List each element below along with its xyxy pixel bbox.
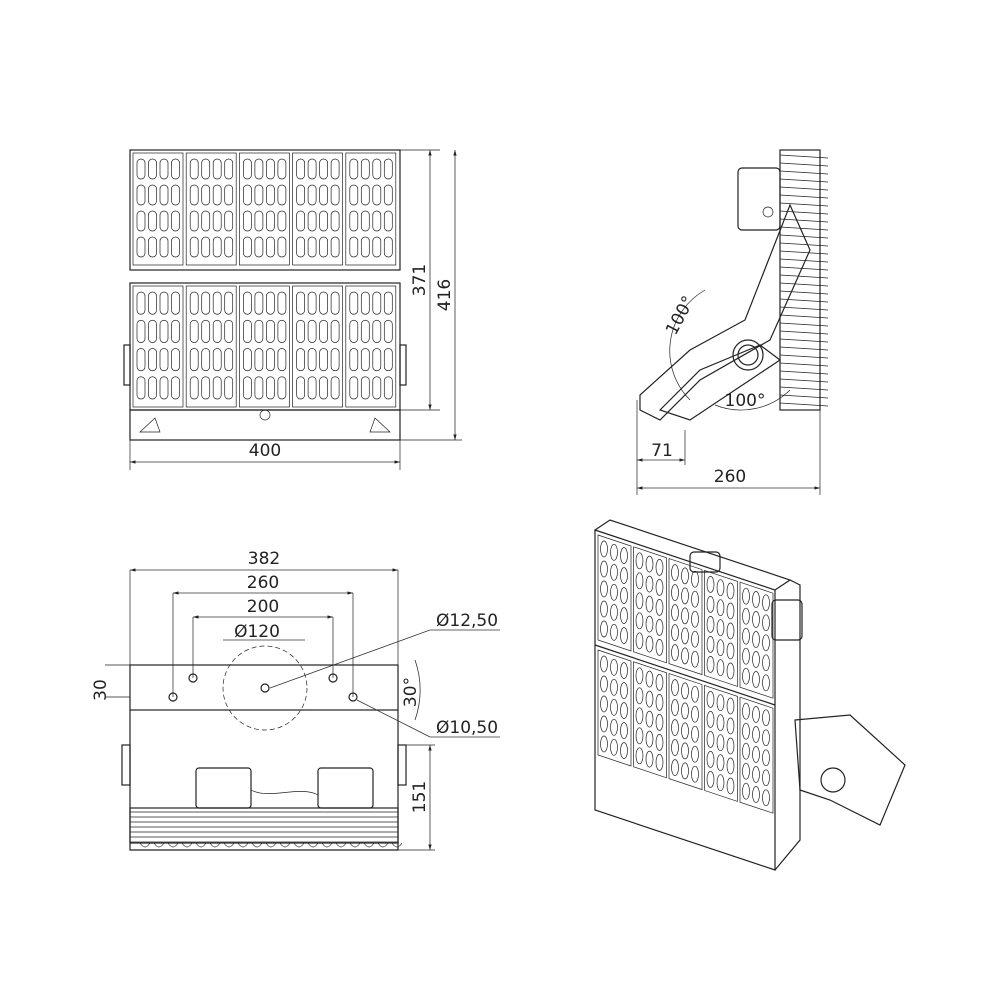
led-modules bbox=[132, 152, 397, 408]
led-module bbox=[132, 152, 184, 266]
dim-diameter-10-50: Ø10,50 bbox=[436, 718, 498, 738]
leader-10-50 bbox=[356, 699, 431, 738]
led-module bbox=[739, 696, 774, 814]
bottom-view: 382 260 200 Ø120 Ø12,50 Ø10,50 30 30° 15… bbox=[91, 549, 500, 851]
dim-371: 371 bbox=[410, 264, 430, 296]
led-module bbox=[704, 684, 738, 802]
dim-151: 151 bbox=[410, 781, 430, 813]
isometric-view bbox=[594, 519, 906, 871]
dim-260-bottom: 260 bbox=[247, 573, 279, 593]
dim-71: 71 bbox=[651, 441, 673, 461]
led-module bbox=[345, 285, 397, 408]
dim-diameter-120: Ø120 bbox=[234, 622, 280, 642]
dim-30-degree: 30° bbox=[401, 677, 421, 707]
led-module bbox=[668, 673, 703, 791]
dim-diameter-12-50: Ø12,50 bbox=[436, 611, 498, 631]
led-module bbox=[597, 534, 632, 652]
led-module bbox=[292, 152, 343, 266]
led-module bbox=[633, 546, 667, 664]
leader-12-50 bbox=[269, 629, 431, 689]
led-module bbox=[739, 581, 774, 699]
front-view: 371 416 400 bbox=[123, 149, 462, 470]
dim-400: 400 bbox=[249, 441, 281, 461]
dim-382: 382 bbox=[248, 549, 280, 569]
side-view: 100° 100° 71 260 bbox=[636, 149, 829, 495]
led-module bbox=[239, 285, 290, 408]
led-module bbox=[239, 152, 290, 266]
dim-30: 30 bbox=[91, 679, 111, 701]
led-module bbox=[597, 649, 632, 767]
dim-416: 416 bbox=[435, 279, 455, 311]
dim-260-side: 260 bbox=[714, 467, 746, 487]
led-module bbox=[668, 558, 703, 676]
dim-200: 200 bbox=[247, 597, 279, 617]
angle-up: 100° bbox=[662, 293, 699, 339]
angle-down: 100° bbox=[725, 391, 766, 411]
led-module bbox=[704, 569, 738, 687]
led-module bbox=[345, 152, 397, 266]
led-module bbox=[292, 285, 343, 408]
led-module bbox=[633, 661, 667, 779]
led-module bbox=[185, 285, 237, 408]
led-module bbox=[132, 285, 184, 408]
led-module bbox=[185, 152, 237, 266]
